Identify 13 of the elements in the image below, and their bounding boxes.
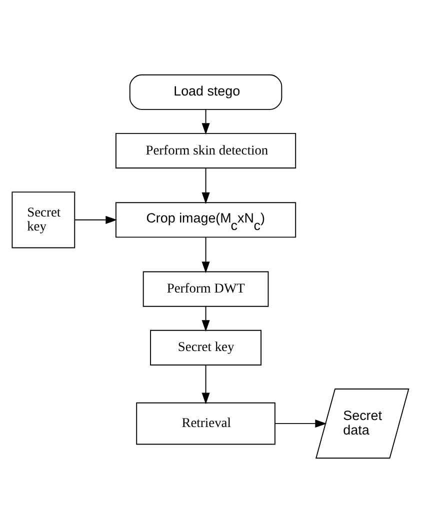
- node-box: Retrieval: [136, 402, 276, 444]
- arrow: [202, 108, 210, 134]
- arrow: [202, 305, 210, 332]
- node-box: Secret key: [150, 329, 262, 365]
- arrow: [202, 236, 210, 273]
- arrow: [202, 364, 210, 404]
- node-box: Load stego: [129, 74, 282, 110]
- arrow: [202, 167, 210, 204]
- node-box: Perform DWT: [142, 270, 269, 306]
- node-box: Secret key: [12, 191, 76, 248]
- node-box: Perform skin detection: [115, 132, 296, 168]
- arrow: [274, 419, 327, 428]
- arrow: [74, 215, 118, 224]
